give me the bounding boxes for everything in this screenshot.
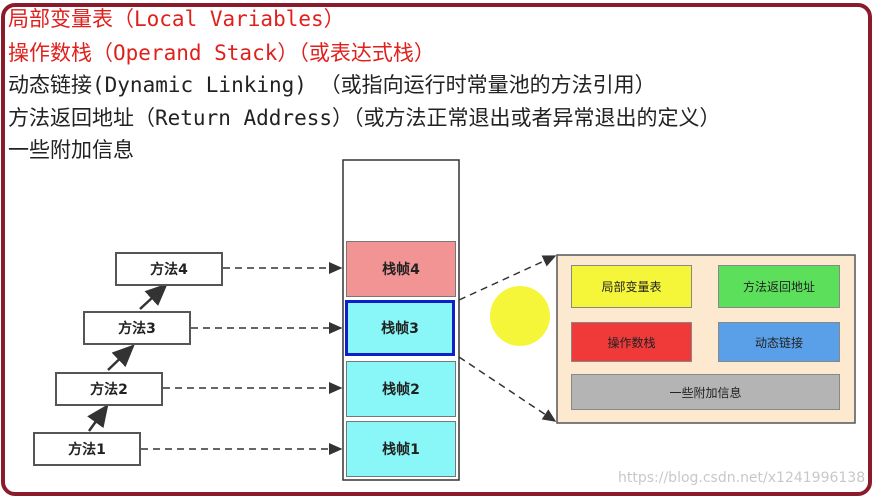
heading-return-address: 方法返回地址（Return Address）（或方法正常退出或者异常退出的定义） [8, 106, 721, 130]
detail-operand-stack: 操作数栈 [571, 322, 692, 362]
highlight-circle [490, 286, 550, 346]
method-2: 方法2 [55, 372, 163, 406]
heading-operand-stack: 操作数栈（Operand Stack）（或表达式栈） [8, 41, 435, 65]
heading-extra-info: 一些附加信息 [8, 138, 134, 162]
heading-local-variables: 局部变量表（Local Variables） [8, 7, 345, 31]
heading-dynamic-linking: 动态链接(Dynamic Linking) （或指向运行时常量池的方法引用） [8, 73, 656, 97]
detail-return-address: 方法返回地址 [718, 265, 840, 308]
watermark: https://blog.csdn.net/x1241996138 [618, 470, 866, 486]
arrow-call-2-3 [107, 344, 135, 371]
stack-frame-4: 栈帧4 [346, 241, 456, 297]
method-1: 方法1 [33, 432, 141, 466]
outer-frame [1, 3, 872, 496]
method-4: 方法4 [115, 252, 223, 286]
stack-frame-2: 栈帧2 [346, 361, 456, 417]
detail-extra-info: 一些附加信息 [571, 374, 840, 410]
detail-dynamic-linking: 动态链接 [718, 322, 840, 362]
arrow-call-1-2 [87, 403, 109, 432]
zoom-line-top [458, 255, 557, 301]
stack-frame-1: 栈帧1 [346, 421, 456, 477]
detail-local-variables: 局部变量表 [571, 265, 692, 308]
stack-frame-3: 栈帧3 [345, 300, 455, 356]
method-3: 方法3 [83, 311, 191, 345]
arrow-call-3-4 [139, 283, 168, 310]
zoom-line-bottom [458, 356, 557, 422]
